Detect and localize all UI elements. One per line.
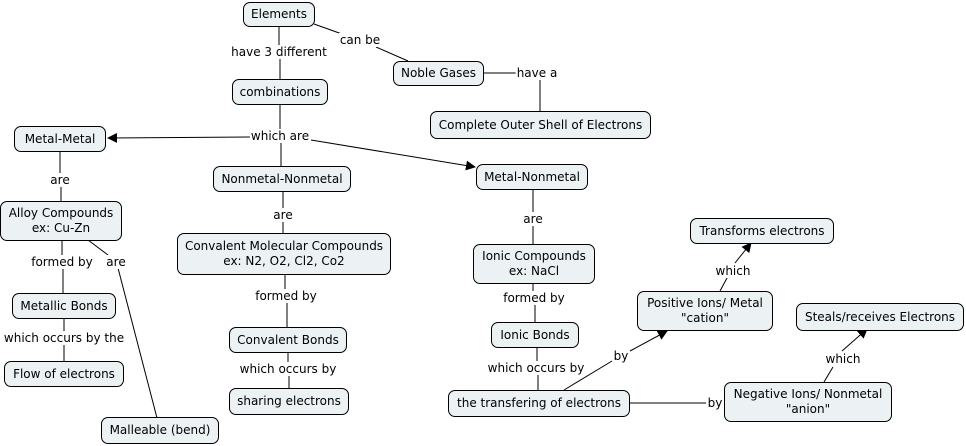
link-by-positive xyxy=(629,330,668,352)
label-are-nonmetal: are xyxy=(272,208,294,222)
label-by-negative: by xyxy=(706,396,724,410)
label-formed-by-alloy: formed by xyxy=(30,255,94,269)
node-convalent-molecular[interactable]: Convalent Molecular Compounds ex: N2, O2… xyxy=(177,233,391,275)
label-are-metal-metal: are xyxy=(49,173,71,187)
node-flow-of-electrons[interactable]: Flow of electrons xyxy=(4,361,124,387)
node-negative-ions[interactable]: Negative Ions/ Nonmetal "anion" xyxy=(724,382,892,422)
node-transfering-electrons[interactable]: the transfering of electrons xyxy=(448,390,630,417)
label-which-occurs-by-convalent: which occurs by xyxy=(238,362,338,376)
node-ionic-compounds[interactable]: Ionic Compounds ex: NaCl xyxy=(473,244,595,284)
node-metal-nonmetal[interactable]: Metal-Nonmetal xyxy=(476,164,588,190)
node-sharing-electrons[interactable]: sharing electrons xyxy=(229,388,349,415)
label-which-occurs-by-ionic: which occurs by xyxy=(486,361,586,375)
node-metallic-bonds[interactable]: Metallic Bonds xyxy=(12,293,116,319)
node-combinations[interactable]: combinations xyxy=(232,79,328,105)
node-steals-receives[interactable]: Steals/receives Electrons xyxy=(796,303,964,331)
link-canbe-noble xyxy=(375,46,409,62)
label-are-alloy: are xyxy=(105,255,127,269)
link-whichare-metalnonmetal xyxy=(310,139,476,171)
node-convalent-bonds[interactable]: Convalent Bonds xyxy=(229,327,347,353)
link-which-steals xyxy=(841,328,868,352)
link-positive-which xyxy=(719,277,728,292)
node-complete-outer-shell[interactable]: Complete Outer Shell of Electrons xyxy=(430,111,651,139)
link-whichare-metalmetal xyxy=(107,132,251,143)
label-formed-by-convalent: formed by xyxy=(254,289,318,303)
link-elements-canbe xyxy=(313,23,343,35)
link-are-malleable xyxy=(117,267,158,419)
label-have-a: have a xyxy=(515,66,559,80)
node-noble-gases[interactable]: Noble Gases xyxy=(393,61,484,86)
node-alloy-compounds[interactable]: Alloy Compounds ex: Cu-Zn xyxy=(0,201,122,241)
node-malleable[interactable]: Malleable (bend) xyxy=(101,417,219,444)
node-positive-ions[interactable]: Positive Ions/ Metal "cation" xyxy=(637,291,773,331)
label-are-metal-nonmetal: are xyxy=(522,212,544,226)
link-alloy-are xyxy=(87,239,109,256)
link-negative-which xyxy=(823,366,834,383)
link-which-transforms xyxy=(734,242,752,264)
label-which-are: which are xyxy=(249,129,311,143)
node-elements[interactable]: Elements xyxy=(243,2,315,27)
node-metal-metal[interactable]: Metal-Metal xyxy=(14,126,106,152)
node-nonmetal-nonmetal[interactable]: Nonmetal-Nonmetal xyxy=(213,166,351,192)
link-transfering-by-pos xyxy=(563,360,613,391)
label-can-be: can be xyxy=(338,33,382,47)
label-by-positive: by xyxy=(612,349,630,363)
label-which-negative: which xyxy=(824,352,862,366)
label-formed-by-ionic: formed by xyxy=(502,291,566,305)
label-which-occurs-by-the: which occurs by the xyxy=(2,331,126,345)
label-which-positive: which xyxy=(714,264,752,278)
node-ionic-bonds[interactable]: Ionic Bonds xyxy=(491,322,579,348)
node-transforms-electrons[interactable]: Transforms electrons xyxy=(690,218,834,244)
label-have-3-different: have 3 different xyxy=(230,45,328,59)
